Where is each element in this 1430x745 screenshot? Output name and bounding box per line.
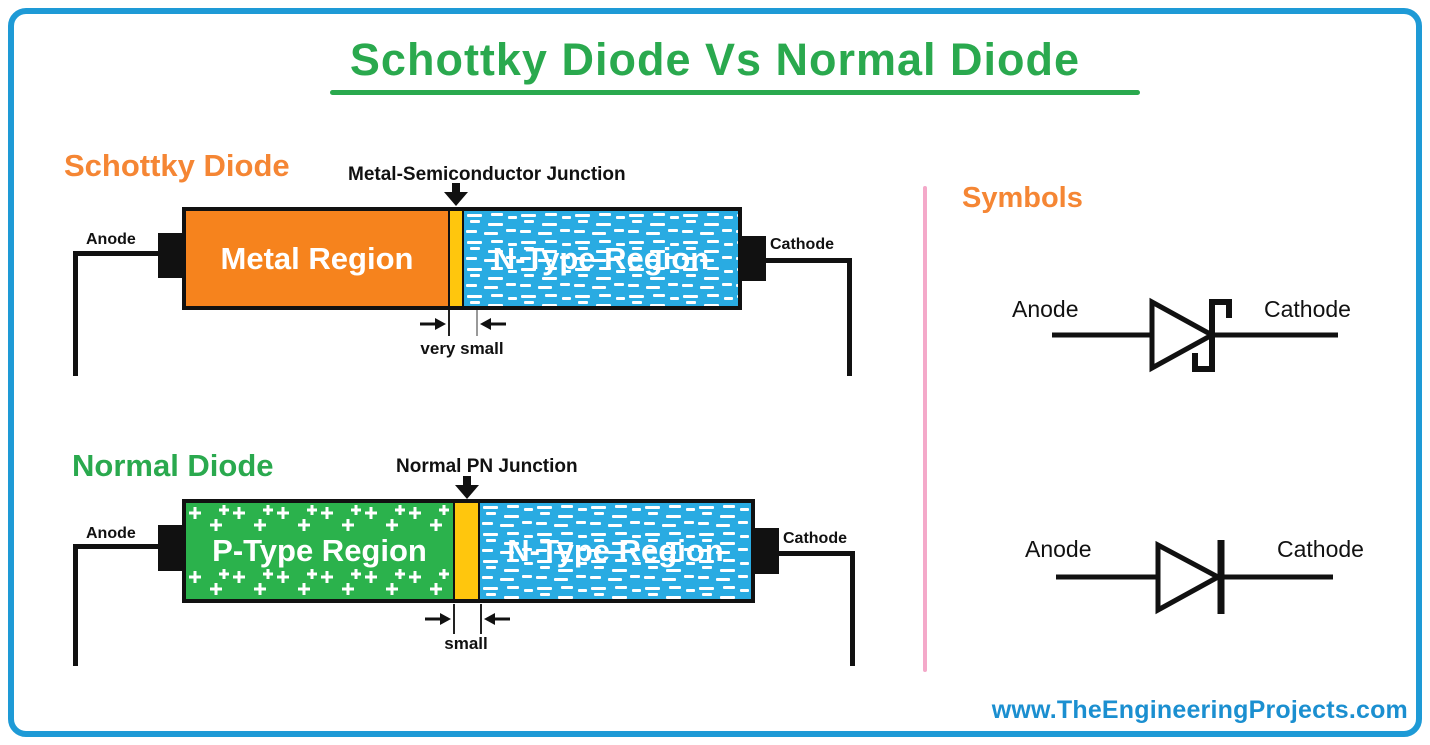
cathode-terminal-normal [755,528,779,574]
normal-junction-strip [453,503,480,599]
cathode-wire-schottky [764,258,852,263]
normal-pn-junction-label: Normal PN Junction [396,456,578,477]
ntype-region-normal: N-Type Region [480,503,751,599]
anode-label-schottky: Anode [86,231,136,248]
cathode-wire-normal-vertical [850,551,855,666]
ptype-region: P-Type Region [186,503,453,599]
anode-wire-schottky-vertical [73,251,78,376]
page-title: Schottky Diode Vs Normal Diode [349,34,1081,85]
anode-terminal-schottky [158,233,182,278]
schottky-diode-symbol [1052,297,1338,373]
width-arrow-right-icon [420,318,446,330]
schottky-symbol-cathode-label: Cathode [1264,296,1351,322]
ntype-region-label-schottky: N-Type Region [492,240,710,276]
normal-diode-body: P-Type Region [182,499,755,603]
electron-dashes-pattern [480,503,751,599]
metal-semiconductor-junction-label: Metal-Semiconductor Junction [348,164,626,185]
anode-wire-schottky [73,251,160,256]
very-small-label: very small [420,339,504,358]
schottky-diode-body: Metal Region [182,207,742,310]
schottky-junction-strip [448,211,464,306]
cathode-wire-schottky-vertical [847,258,852,376]
normal-symbol-cathode-label: Cathode [1277,536,1364,562]
normal-heading: Normal Diode [72,448,274,483]
ntype-region-schottky: N-Type Region [464,211,738,306]
metal-region-label: Metal Region [220,240,414,276]
schottky-heading: Schottky Diode [64,148,290,183]
width-marker-right [476,310,478,336]
ntype-region-label-normal: N-Type Region [507,533,724,568]
border-frame [8,8,1422,737]
website-watermark: www.TheEngineeringProjects.com [991,696,1408,724]
normal-diode-symbol [1056,540,1333,615]
anode-wire-normal-vertical [73,544,78,666]
anode-wire-normal [73,544,160,549]
width-arrow-right-icon [425,613,451,625]
metal-region: Metal Region [186,211,448,306]
title-underline [330,90,1140,95]
cathode-label-schottky: Cathode [770,236,834,253]
ptype-region-label: P-Type Region [212,533,427,568]
width-marker-left [453,604,455,634]
anode-label-normal: Anode [86,525,136,542]
width-marker-left [448,310,450,336]
junction-arrow-icon [444,183,468,206]
schottky-symbol-anode-label: Anode [1012,296,1079,322]
section-divider [923,186,927,672]
cathode-label-normal: Cathode [783,530,847,547]
junction-arrow-icon [455,476,479,499]
width-arrow-left-icon [480,318,506,330]
small-label: small [444,634,488,653]
cathode-wire-normal [777,551,855,556]
electron-dashes-pattern [464,211,738,306]
cathode-terminal-schottky [742,236,766,281]
anode-terminal-normal [158,525,182,571]
width-arrow-left-icon [484,613,510,625]
width-marker-right [480,604,482,634]
normal-symbol-anode-label: Anode [1025,536,1092,562]
hole-plus-pattern [186,503,453,599]
symbols-heading: Symbols [962,182,1083,214]
